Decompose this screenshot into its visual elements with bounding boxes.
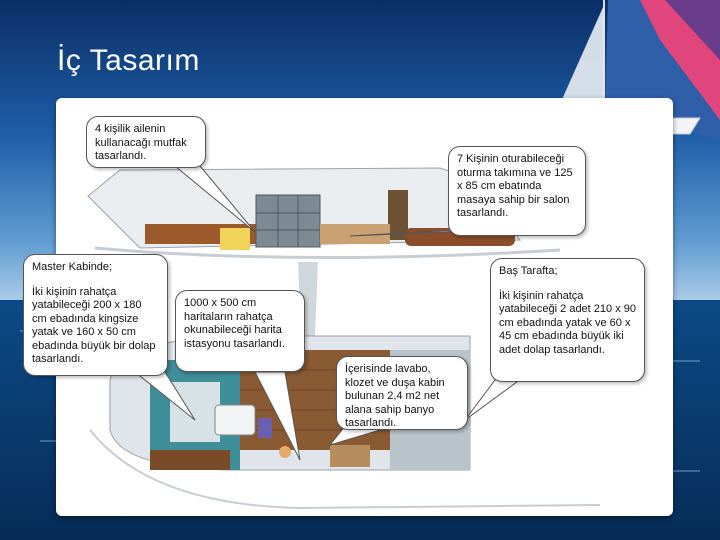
bow-callout: Baş Tarafta; İki kişinin rahatça yatabil… [490, 258, 645, 382]
salon-callout-text: 7 Kişinin oturabileceği oturma takımına … [457, 153, 577, 221]
chart-station-text: 1000 x 500 cm haritaların rahatça okunab… [184, 297, 296, 351]
master-cabin-callout: Master Kabinde; İki kişinin rahatça yata… [23, 254, 168, 376]
master-cabin-heading: Master Kabinde; [32, 261, 159, 275]
chart-station-callout: 1000 x 500 cm haritaların rahatça okunab… [175, 290, 305, 372]
salon-callout: 7 Kişinin oturabileceği oturma takımına … [448, 146, 586, 236]
kitchen-callout-text: 4 kişilik ailenin kullanacağı mutfak tas… [95, 123, 197, 164]
bathroom-callout: İçerisinde lavabo, klozet ve duşa kabin … [336, 356, 468, 430]
bow-text: İki kişinin rahatça yatabileceği 2 adet … [499, 290, 636, 358]
master-cabin-text: İki kişinin rahatça yatabileceği 200 x 1… [32, 286, 159, 367]
bow-heading: Baş Tarafta; [499, 265, 636, 279]
bathroom-text: İçerisinde lavabo, klozet ve duşa kabin … [345, 363, 459, 431]
kitchen-callout: 4 kişilik ailenin kullanacağı mutfak tas… [86, 116, 206, 168]
